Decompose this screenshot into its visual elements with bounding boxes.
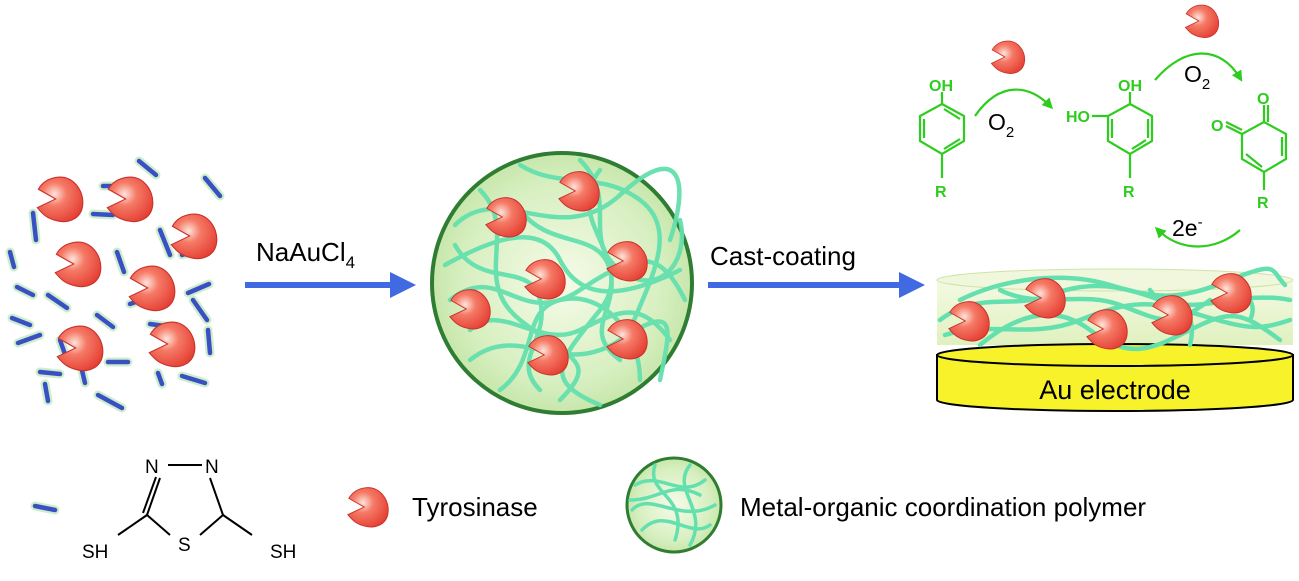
phenol-r: R — [935, 184, 947, 201]
oxidation-arrow-1 — [974, 88, 1054, 117]
legend-sh-left: SH — [82, 542, 108, 563]
legend-sh-right: SH — [270, 542, 296, 563]
reaction-scheme — [918, 52, 1288, 248]
ligand-rods-core — [7, 158, 223, 411]
legend-n-right: N — [205, 457, 219, 478]
catechol-oh: OH — [1118, 78, 1142, 95]
step2-label: Cast-coating — [710, 241, 856, 271]
quinone-molecule — [1225, 105, 1288, 190]
quinone-r: R — [1257, 195, 1269, 212]
legend-polymer-label: Metal-organic coordination polymer — [740, 492, 1146, 522]
oxidation-arrow-2 — [1154, 52, 1243, 82]
legend-polymer-icon — [625, 456, 723, 554]
quinone-o-top: O — [1257, 91, 1269, 108]
legend: N N S SH SH Tyrosinase Metal-organic coo… — [30, 456, 1146, 563]
coordination-polymer-sphere — [430, 151, 694, 415]
catechol-ho: HO — [1066, 109, 1090, 126]
oxygen-label-1: O2 — [988, 109, 1014, 141]
electrode-label: Au electrode — [1039, 375, 1191, 405]
phenol-oh: OH — [929, 78, 953, 95]
legend-tyrosinase-icon — [347, 487, 389, 528]
quinone-o-left: O — [1211, 118, 1223, 135]
precursor-mixture — [5, 156, 225, 413]
oxygen-label-2: O2 — [1184, 61, 1210, 93]
legend-ligand — [30, 501, 60, 515]
electron-label: 2e- — [1172, 214, 1203, 241]
thiadiazole-structure — [117, 464, 253, 536]
step2-arrow — [708, 272, 925, 298]
reduction-arrow — [1154, 226, 1241, 248]
au-electrode: Au electrode — [936, 266, 1294, 412]
step1-reagent: NaAuCl4 — [256, 237, 355, 272]
phenol-molecule — [918, 92, 966, 178]
catechol-molecule — [1092, 92, 1154, 178]
reaction-labels: OH R OH HO R O O R — [929, 78, 1269, 212]
legend-s: S — [178, 535, 191, 556]
legend-n-left: N — [145, 457, 159, 478]
legend-tyrosinase-label: Tyrosinase — [412, 492, 538, 522]
catechol-r: R — [1123, 184, 1135, 201]
step1-arrow — [245, 272, 416, 298]
